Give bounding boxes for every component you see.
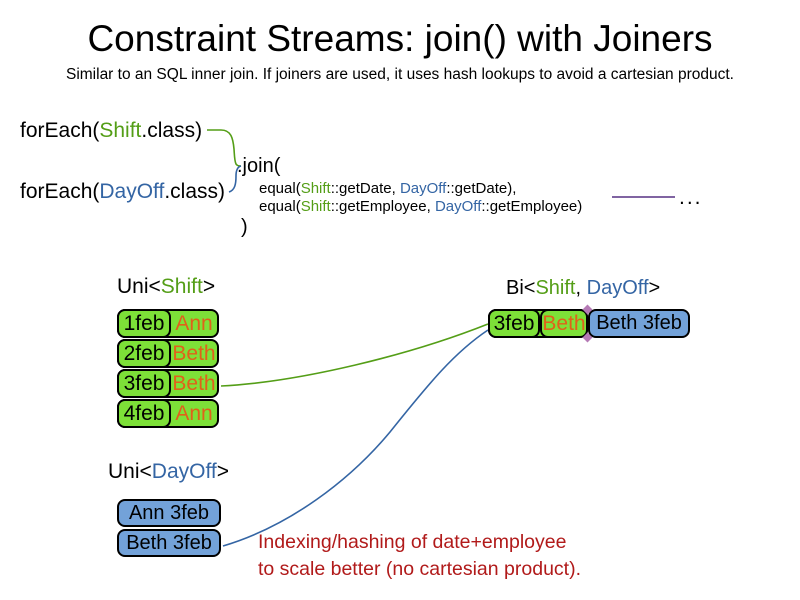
shift-class-token: Shift [160, 275, 203, 298]
label-text: Uni< [117, 275, 161, 298]
shift-employee-cell: Ann [175, 401, 213, 425]
code-text: ::getDate, [330, 180, 400, 197]
dayoff-to-bi-line [222, 329, 489, 547]
dayoff-class-token: DayOff [151, 460, 217, 483]
bi-row-shift-part: 3feb Beth [488, 309, 588, 338]
shift-date-cell: 1feb [117, 309, 171, 338]
uni-shift-label: Uni<Shift> [117, 275, 215, 299]
uni-shift-row-4: 4feb Ann [117, 399, 219, 428]
label-text: Bi< [506, 277, 536, 299]
shift-date-cell: 4feb [117, 399, 171, 428]
shift-date-cell: 2feb [117, 339, 171, 368]
code-text: ::getEmployee) [481, 198, 583, 215]
label-text: Uni< [108, 460, 152, 483]
page-title: Constraint Streams: join() with Joiners [87, 18, 713, 59]
shift-employee-cell: Beth [172, 371, 216, 395]
note-line-2: to scale better (no cartesian product). [258, 558, 581, 580]
uni-dayoff-label: Uni<DayOff> [108, 460, 229, 484]
label-text: , [575, 277, 587, 299]
code-foreach-shift: forEach(Shift.class) [20, 119, 202, 143]
code-text: .class) [164, 180, 226, 203]
shift-to-bi-line [220, 323, 489, 387]
uni-dayoff-row-1: Ann 3feb [117, 499, 221, 527]
code-equal-employee: equal(Shift::getEmployee, DayOff::getEmp… [259, 198, 582, 215]
shift-employee-cell: Beth [172, 341, 216, 365]
bi-row-dayoff-part: Beth 3feb [588, 309, 690, 338]
code-text: forEach( [20, 180, 100, 203]
label-text: > [216, 460, 230, 483]
dayoff-class-token: DayOff [99, 180, 165, 203]
shift-date-cell: 3feb [488, 309, 540, 338]
shift-join-brace [207, 129, 242, 167]
uni-dayoff-row-2: Beth 3feb [117, 529, 221, 557]
bi-shift-dayoff-label: Bi<Shift, DayOff> [506, 277, 660, 300]
label-text: > [202, 275, 216, 298]
dayoff-class-token: DayOff [399, 180, 447, 197]
shift-class-token: Shift [99, 119, 142, 142]
code-foreach-dayoff: forEach(DayOff.class) [20, 180, 225, 204]
shift-employee-cell: Ann [175, 311, 213, 335]
dayoff-class-token: DayOff [586, 277, 649, 299]
indexing-note: Indexing/hashing of date+employee to sca… [258, 529, 581, 583]
code-text: forEach( [20, 119, 100, 142]
uni-shift-row-3: 3feb Beth [117, 369, 219, 398]
code-equal-date: equal(Shift::getDate, DayOff::getDate), [259, 180, 516, 197]
code-join-open: .join( [237, 155, 281, 177]
code-text: ::getEmployee, [330, 198, 435, 215]
code-text: ::getDate), [446, 180, 517, 197]
shift-class-token: Shift [300, 180, 331, 197]
note-line-1: Indexing/hashing of date+employee [258, 531, 567, 553]
code-text: equal( [259, 180, 301, 197]
shift-date-cell: 3feb [117, 369, 171, 398]
code-text: .class) [141, 119, 203, 142]
code-join-close: ) [241, 216, 248, 238]
code-text: equal( [259, 198, 301, 215]
more-joiners-ellipsis: ... [679, 186, 703, 209]
shift-employee-cell: Beth [540, 309, 588, 338]
uni-shift-row-2: 2feb Beth [117, 339, 219, 368]
shift-class-token: Shift [535, 277, 576, 299]
shift-class-token: Shift [300, 198, 331, 215]
dayoff-class-token: DayOff [434, 198, 482, 215]
uni-shift-row-1: 1feb Ann [117, 309, 219, 338]
page-subtitle: Similar to an SQL inner join. If joiners… [65, 66, 734, 83]
label-text: > [648, 277, 661, 299]
